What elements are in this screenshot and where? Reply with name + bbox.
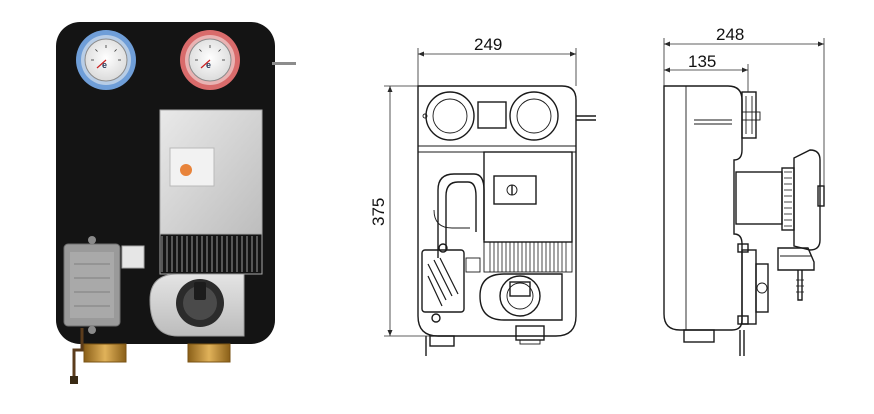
hot-thermometer: e [180,30,240,90]
product-photo: e e [56,22,296,384]
brass-fitting-left [83,343,127,363]
circulation-pump [149,273,245,337]
gauge-logo-cold: e [102,60,107,70]
dim-depth-total-label: 248 [716,25,744,44]
sensor-box [121,245,145,269]
cold-thermometer: e [76,30,136,90]
pipe-stub [272,62,296,65]
junction-box [63,236,121,334]
dim-width-label: 249 [474,35,502,54]
gauge-logo-hot: e [206,60,211,70]
dim-height-label: 375 [369,198,388,226]
dim-depth-partial-label: 135 [688,52,716,71]
valve-actuator [159,109,263,275]
brass-fitting-right [187,343,231,363]
front-view-drawing: 249 375 [369,35,596,356]
side-view-drawing: 248 135 [663,25,825,356]
power-cable [72,328,84,382]
cable-plug [70,376,78,384]
actuator-fins [489,242,567,272]
